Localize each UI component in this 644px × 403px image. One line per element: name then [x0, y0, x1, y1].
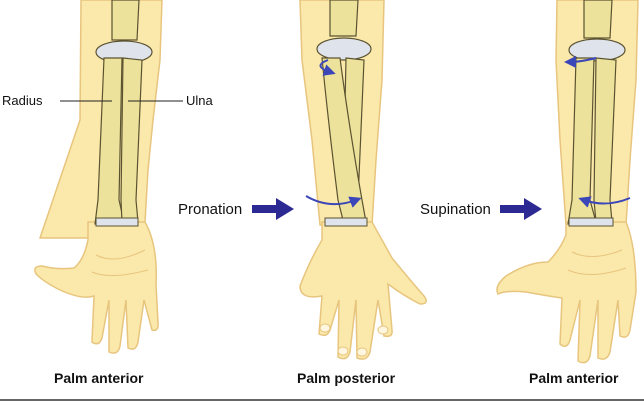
elbow-cartilage [316, 37, 372, 61]
arm-left [34, 0, 183, 354]
rotation-arrow-icon [305, 195, 362, 208]
hand [34, 221, 159, 354]
rotation-arrow-icon [564, 55, 597, 68]
caption-middle: Palm posterior [297, 370, 396, 386]
arm-right [496, 0, 639, 364]
caption-right: Palm anterior [529, 370, 619, 386]
pronation-arrow-icon [252, 198, 294, 220]
radius-label: Radius [2, 93, 43, 108]
ulna-label: Ulna [186, 93, 213, 108]
supination-arrow-icon [500, 198, 542, 220]
humerus [329, 0, 359, 37]
hand [496, 221, 637, 364]
hand [299, 221, 427, 360]
supination-label: Supination [420, 201, 491, 218]
humerus [583, 0, 613, 39]
humerus [111, 0, 140, 41]
rotation-arrow-icon [319, 59, 336, 76]
arm-middle [299, 0, 427, 360]
pronation-label: Pronation [178, 201, 243, 218]
caption-left: Palm anterior [54, 370, 144, 386]
rotation-arrow-icon [578, 196, 631, 208]
